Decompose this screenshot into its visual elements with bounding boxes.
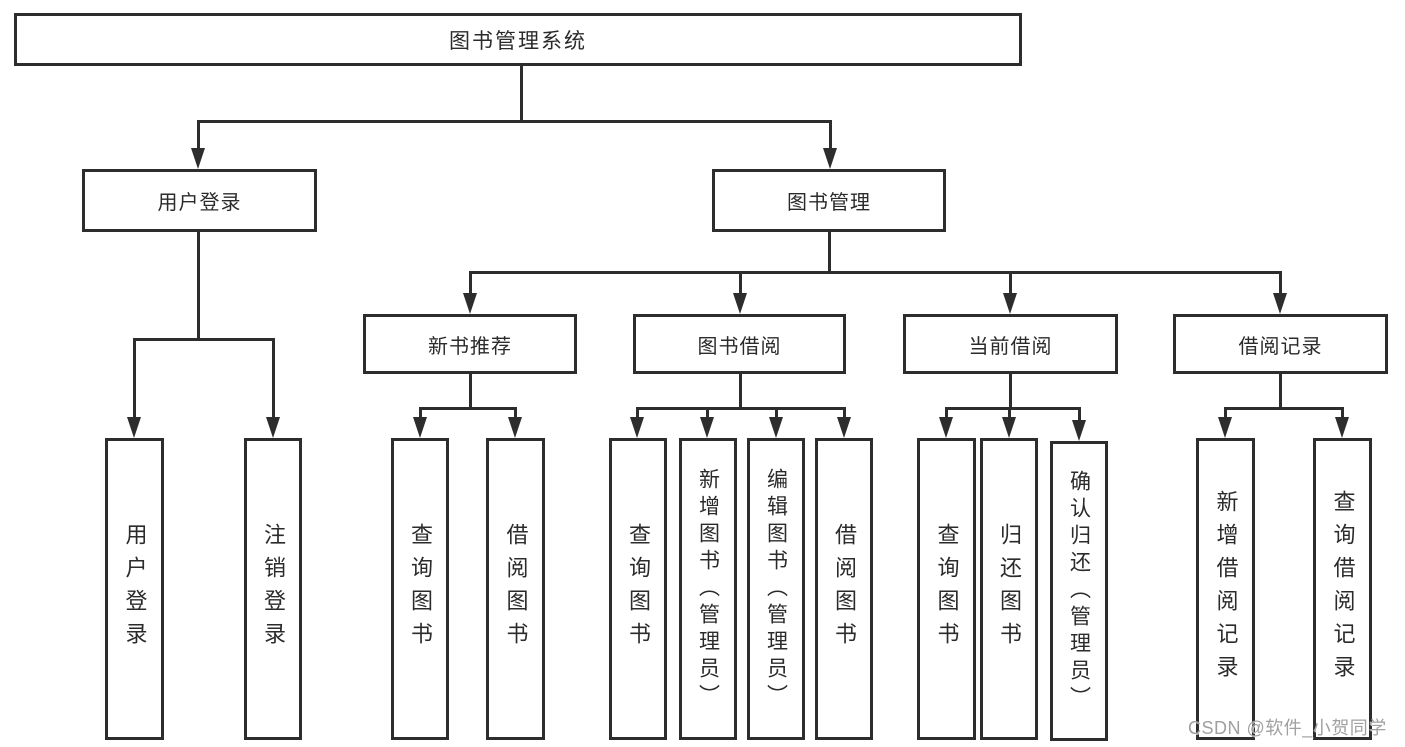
node-user-login: 用户登录 — [82, 169, 317, 232]
node-label: 图书管理 — [787, 192, 871, 214]
node-label: 图书借阅 — [697, 335, 782, 358]
node-label: 图书管理系统 — [449, 29, 587, 53]
arrowhead-icon — [463, 293, 477, 314]
leaf-logout: 注销登录 — [244, 438, 302, 740]
connector-line — [419, 407, 516, 410]
node-label: 查询借阅记录 — [1330, 490, 1356, 688]
node-label: 查询图书 — [626, 523, 651, 655]
connector-line — [469, 271, 1281, 274]
arrowhead-icon — [127, 417, 141, 438]
connector-line — [197, 120, 831, 123]
connector-line — [829, 120, 832, 150]
connector-line — [1279, 271, 1282, 297]
connector-line — [945, 407, 1080, 410]
arrowhead-icon — [700, 417, 714, 438]
connector-line — [1224, 407, 1227, 418]
node-label: 确认归还（管理员） — [1067, 469, 1091, 713]
leaf-edit-books-admin: 编辑图书（管理员） — [747, 438, 805, 740]
node-new-book-recommend: 新书推荐 — [363, 314, 577, 374]
arrowhead-icon — [823, 148, 837, 169]
connector-line — [272, 338, 275, 418]
node-label: 借阅图书 — [503, 523, 529, 655]
connector-line — [1009, 271, 1012, 297]
node-label: 借阅记录 — [1238, 335, 1323, 358]
connector-line — [1279, 374, 1282, 407]
connector-line — [706, 407, 709, 418]
leaf-return-books: 归还图书 — [980, 438, 1038, 740]
node-label: 用户登录 — [122, 523, 148, 655]
arrowhead-icon — [1273, 293, 1287, 314]
connector-line — [419, 407, 422, 418]
connector-line — [469, 374, 472, 407]
node-borrowing-records: 借阅记录 — [1173, 314, 1388, 374]
leaf-query-books-current: 查询图书 — [917, 438, 976, 740]
arrowhead-icon — [1003, 293, 1017, 314]
leaf-query-books-recommend: 查询图书 — [391, 438, 449, 740]
connector-line — [1341, 407, 1344, 418]
connector-line — [1224, 407, 1343, 410]
leaf-query-books-borrowing: 查询图书 — [609, 438, 667, 740]
connector-line — [514, 407, 517, 418]
node-book-management: 图书管理 — [712, 169, 946, 232]
connector-line — [133, 338, 274, 341]
node-label: 当前借阅 — [968, 335, 1053, 358]
node-book-borrowing: 图书借阅 — [633, 314, 846, 374]
connector-line — [739, 374, 742, 407]
connector-line — [133, 338, 136, 418]
arrowhead-icon — [837, 417, 851, 438]
connector-line — [197, 120, 200, 150]
node-label: 查询图书 — [934, 523, 960, 655]
node-library-management-system: 图书管理系统 — [14, 13, 1022, 66]
connector-line — [197, 232, 200, 338]
connector-line — [520, 66, 523, 120]
arrowhead-icon — [508, 417, 522, 438]
node-label: 新增图书（管理员） — [696, 467, 720, 711]
arrowhead-icon — [413, 417, 427, 438]
connector-line — [1008, 407, 1011, 418]
connector-line — [739, 271, 742, 297]
node-label: 编辑图书（管理员） — [764, 467, 788, 711]
arrowhead-icon — [1335, 417, 1349, 438]
arrowhead-icon — [1072, 420, 1086, 441]
node-label: 新书推荐 — [428, 335, 512, 358]
arrowhead-icon — [939, 417, 953, 438]
arrowhead-icon — [1218, 417, 1232, 438]
leaf-borrow-books-recommend: 借阅图书 — [486, 438, 545, 740]
node-label: 归还图书 — [997, 523, 1022, 655]
arrowhead-icon — [1002, 417, 1016, 438]
connector-line — [1078, 407, 1081, 421]
node-label: 借阅图书 — [832, 523, 857, 655]
connector-line — [636, 407, 639, 418]
connector-line — [636, 407, 845, 410]
arrowhead-icon — [191, 148, 205, 169]
connector-line — [843, 407, 846, 418]
connector-line — [945, 407, 948, 418]
node-label: 用户登录 — [157, 192, 242, 214]
connector-line — [1009, 374, 1012, 407]
arrowhead-icon — [769, 417, 783, 438]
csdn-watermark: CSDN @软件_小贺同学 — [1188, 718, 1387, 738]
connector-line — [828, 232, 831, 271]
arrowhead-icon — [630, 417, 644, 438]
node-label: 查询图书 — [408, 523, 433, 655]
connector-line — [469, 271, 472, 297]
arrowhead-icon — [266, 417, 280, 438]
node-label: 新增借阅记录 — [1213, 490, 1239, 688]
node-label: 注销登录 — [261, 523, 286, 655]
node-current-borrowing: 当前借阅 — [903, 314, 1118, 374]
leaf-user-login: 用户登录 — [105, 438, 164, 740]
leaf-borrow-books: 借阅图书 — [815, 438, 873, 740]
leaf-add-books-admin: 新增图书（管理员） — [679, 438, 737, 740]
leaf-add-borrow-record: 新增借阅记录 — [1196, 438, 1255, 740]
leaf-query-borrow-record: 查询借阅记录 — [1313, 438, 1372, 740]
connector-line — [775, 407, 778, 418]
arrowhead-icon — [733, 293, 747, 314]
leaf-confirm-return-admin: 确认归还（管理员） — [1050, 441, 1108, 741]
